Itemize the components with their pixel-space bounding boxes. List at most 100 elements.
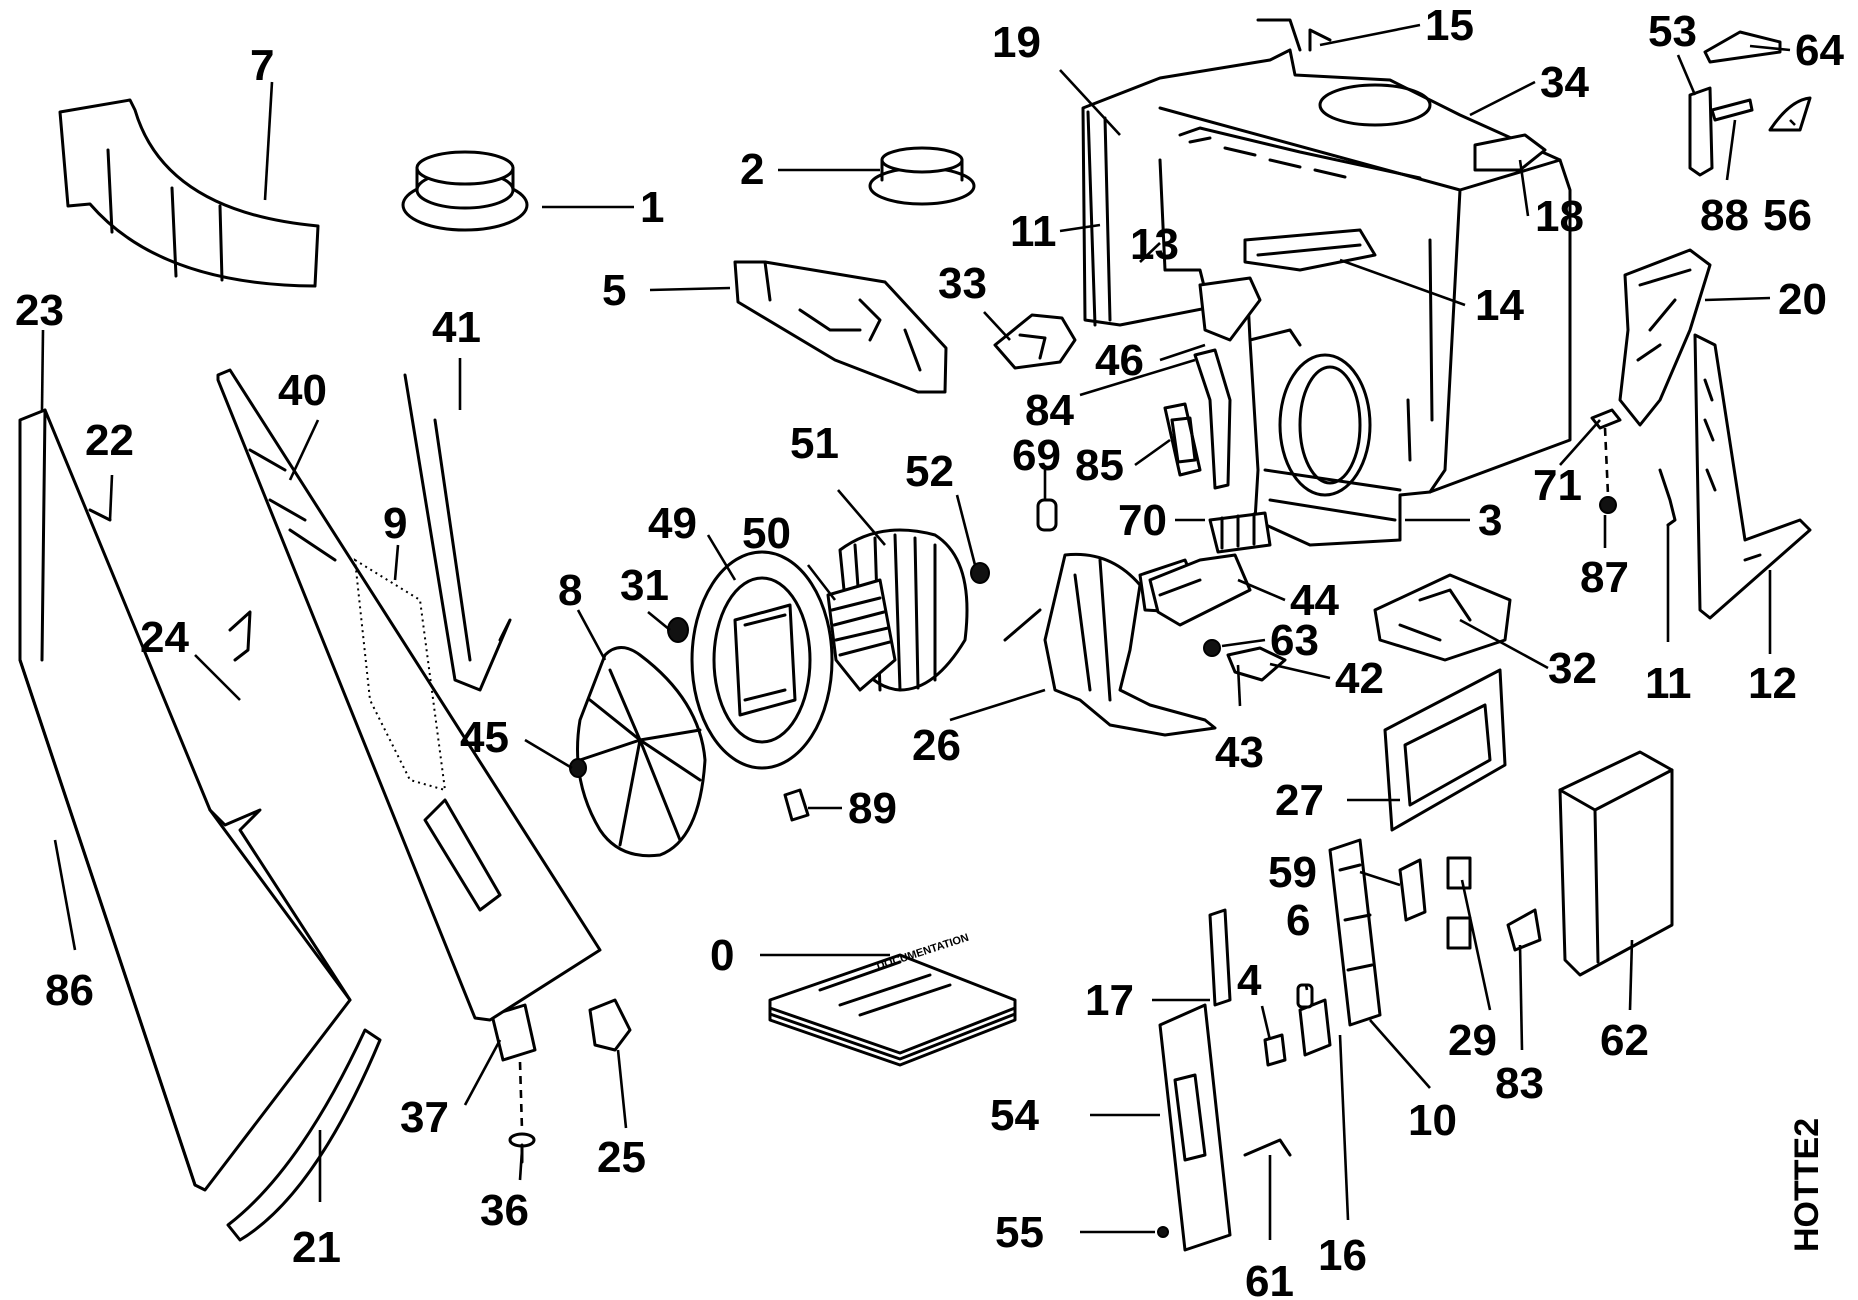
- leader-lines: [40, 23, 1796, 1240]
- part-70-terminal: [1208, 511, 1272, 554]
- part-69-52-small: [970, 498, 1058, 584]
- part-0-manual: DOCUMENTATION: [768, 932, 1017, 1067]
- callout-11: 11: [1010, 207, 1057, 256]
- part-housing: [1081, 18, 1572, 547]
- callout-0: 0: [710, 931, 734, 980]
- callout-37: 37: [400, 1093, 449, 1142]
- part-5-bracket: [733, 260, 948, 394]
- callout-61: 61: [1245, 1257, 1294, 1300]
- callout-55: 55: [995, 1208, 1044, 1257]
- part-62-control-box: [1558, 750, 1674, 977]
- callout-29: 29: [1448, 1016, 1497, 1065]
- part-4-6-17-55-61-small: [1157, 908, 1314, 1238]
- callout-71: 71: [1533, 461, 1582, 510]
- callout-64: 64: [1795, 26, 1844, 75]
- part-33-clip: [993, 313, 1077, 370]
- callout-54: 54: [990, 1091, 1039, 1140]
- part-2-collar: [868, 146, 976, 206]
- part-drawings: DOCUMENTATION: [18, 18, 1812, 1252]
- callout-70: 70: [1118, 496, 1167, 545]
- callout-50: 50: [742, 509, 791, 558]
- part-54-panel: [1158, 1003, 1232, 1252]
- callout-23: 23: [15, 286, 64, 335]
- callout-52: 52: [905, 447, 954, 496]
- callout-62: 62: [1600, 1016, 1649, 1065]
- callout-8: 8: [558, 566, 582, 615]
- callout-13: 13: [1130, 220, 1179, 269]
- callout-9: 9: [383, 499, 407, 548]
- callout-17: 17: [1085, 976, 1134, 1025]
- part-7-deflector: [58, 98, 320, 288]
- callout-27: 27: [1275, 776, 1324, 825]
- callout-44: 44: [1290, 576, 1339, 625]
- callout-6: 6: [1286, 896, 1310, 945]
- callout-labels: 0 1 2 3 4 5 6 7 8 9 10 11 11 12 13 14 15…: [15, 1, 1844, 1300]
- part-45-screw: [569, 758, 587, 778]
- part-86-front-panel: [18, 408, 382, 1242]
- callout-31: 31: [620, 561, 669, 610]
- callout-21: 21: [292, 1223, 341, 1272]
- part-49-ring: [690, 550, 834, 770]
- part-8-fan-guard: [576, 646, 707, 858]
- callout-84: 84: [1025, 386, 1074, 435]
- callout-88: 88: [1700, 191, 1749, 240]
- part-11b-clip: [1658, 468, 1677, 527]
- part-40-filter-panel: [216, 368, 602, 1022]
- part-44-switch: [1148, 553, 1252, 627]
- callout-32: 32: [1548, 644, 1597, 693]
- callout-18: 18: [1535, 192, 1584, 241]
- callout-46: 46: [1095, 336, 1144, 385]
- callout-25: 25: [597, 1133, 646, 1182]
- callout-10: 10: [1408, 1096, 1457, 1145]
- callout-87: 87: [1580, 553, 1629, 602]
- callout-15: 15: [1425, 1, 1474, 50]
- callout-53: 53: [1648, 7, 1697, 56]
- callout-3: 3: [1478, 496, 1502, 545]
- callout-40: 40: [278, 366, 327, 415]
- callout-41: 41: [432, 303, 481, 352]
- callout-63: 63: [1270, 616, 1319, 665]
- callout-36: 36: [480, 1186, 529, 1235]
- part-32-box: [1373, 573, 1512, 662]
- callout-24: 24: [140, 613, 189, 662]
- part-42-43-63-lamp: [1203, 639, 1287, 682]
- callout-20: 20: [1778, 275, 1827, 324]
- part-50-51-motor-wheel: [826, 528, 969, 692]
- callout-45: 45: [460, 713, 509, 762]
- callout-2: 2: [740, 145, 764, 194]
- part-89-clip: [783, 788, 810, 822]
- callout-11b: 11: [1645, 659, 1692, 708]
- callout-83: 83: [1495, 1059, 1544, 1108]
- callout-42: 42: [1335, 654, 1384, 703]
- part-31-nut: [667, 617, 689, 643]
- callout-5: 5: [602, 266, 626, 315]
- part-25-block: [588, 998, 632, 1052]
- callout-33: 33: [938, 259, 987, 308]
- part-20-bracket: [1618, 248, 1712, 427]
- part-29-59-83-switches: [1398, 856, 1542, 952]
- callout-51: 51: [790, 419, 839, 468]
- callout-56: 56: [1763, 191, 1812, 240]
- callout-7: 7: [250, 41, 274, 90]
- part-53-56-64-88-small: [1688, 30, 1812, 177]
- callout-14: 14: [1475, 281, 1524, 330]
- callout-4: 4: [1237, 956, 1262, 1005]
- callout-12: 12: [1748, 659, 1797, 708]
- part-12-bracket: [1693, 333, 1812, 620]
- callout-86: 86: [45, 966, 94, 1015]
- callout-85: 85: [1075, 441, 1124, 490]
- callout-34: 34: [1540, 58, 1589, 107]
- callout-16: 16: [1318, 1231, 1367, 1280]
- callout-89: 89: [848, 784, 897, 833]
- part-10-16-frame: [1298, 838, 1382, 1057]
- callout-49: 49: [648, 499, 697, 548]
- callout-1: 1: [640, 183, 664, 232]
- part-27-plate: [1383, 668, 1507, 832]
- part-1-collar: [401, 150, 529, 232]
- callout-19: 19: [992, 18, 1041, 67]
- part-84-85-bracket: [1163, 348, 1232, 490]
- callout-43: 43: [1215, 728, 1264, 777]
- callout-69: 69: [1012, 431, 1061, 480]
- callout-26: 26: [912, 721, 961, 770]
